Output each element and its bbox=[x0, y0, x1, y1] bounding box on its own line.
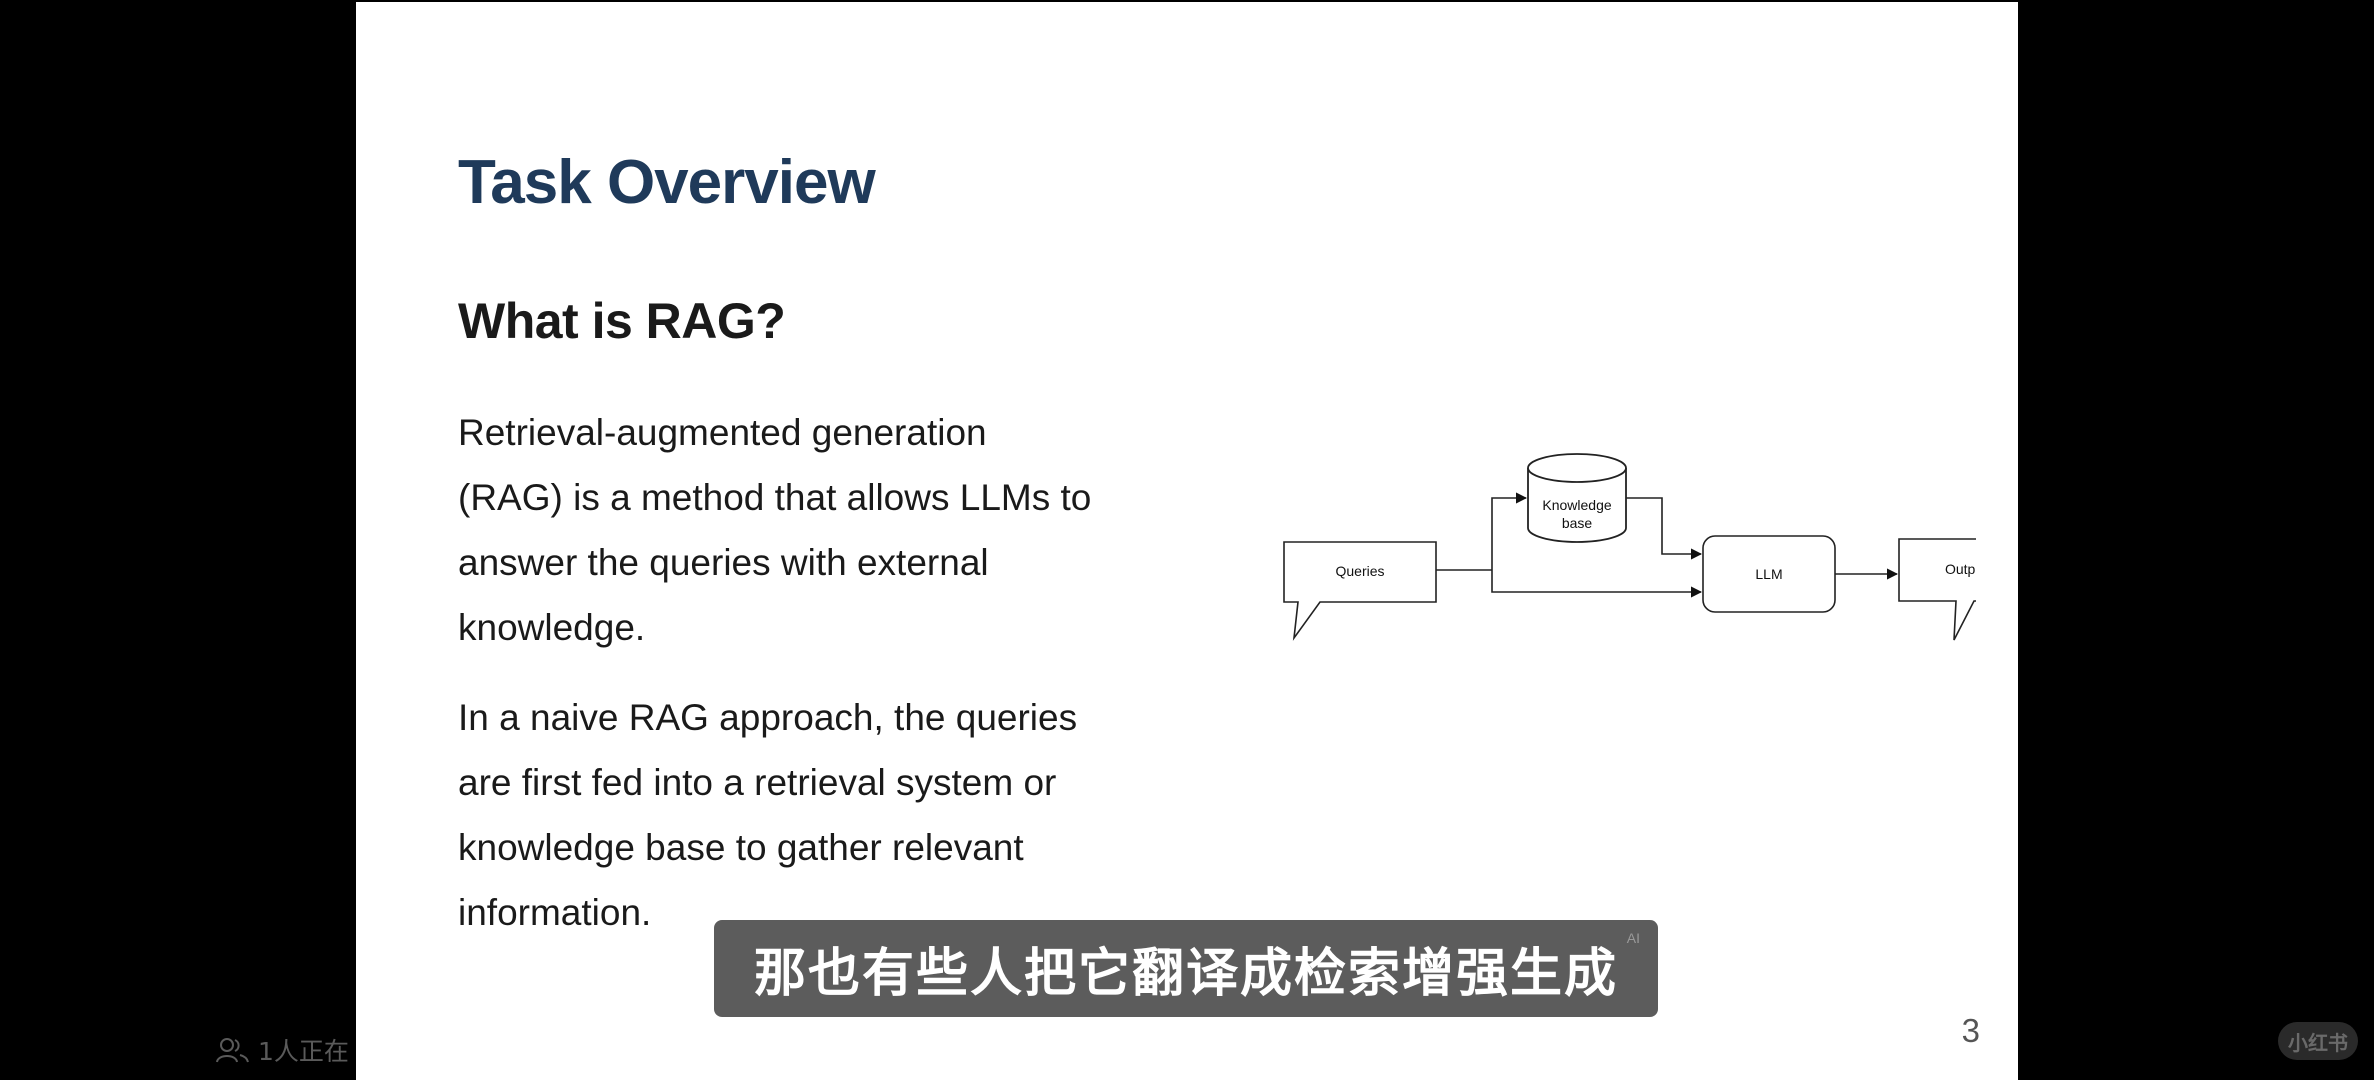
caption-text: 那也有些人把它翻译成检索增强生成 bbox=[753, 944, 1618, 1004]
watermark-logo: 小红书 bbox=[2278, 1022, 2358, 1060]
rag-diagram: Queries Knowledge base LLM Output bbox=[1283, 453, 1976, 641]
kb-label-line1: Knowledge bbox=[1542, 497, 1611, 513]
page-number: 3 bbox=[1961, 1012, 1980, 1049]
output-label: Output bbox=[1945, 561, 1976, 577]
paragraph-naive-rag: In a naive RAG approach, the queries are… bbox=[458, 697, 1078, 933]
llm-label: LLM bbox=[1755, 566, 1782, 582]
queries-label: Queries bbox=[1335, 563, 1384, 579]
arrow-queries-to-llm bbox=[1491, 570, 1703, 598]
viewer-count-text: 1人正在 bbox=[258, 1037, 349, 1066]
ai-caption-badge: AI bbox=[1626, 930, 1640, 946]
arrow-queries-to-kb bbox=[1491, 492, 1528, 570]
slide: Task Overview What is RAG? Retrieval-aug… bbox=[356, 2, 2018, 1080]
viewer-count: 1人正在 bbox=[216, 1032, 349, 1068]
people-icon bbox=[216, 1038, 249, 1063]
paragraph-definition: Retrieval-augmented generation (RAG) is … bbox=[458, 412, 1092, 648]
output-bubble: Output bbox=[1898, 538, 1976, 641]
slide-subtitle: What is RAG? bbox=[458, 293, 786, 349]
llm-box: LLM bbox=[1702, 535, 1836, 613]
slide-title: Task Overview bbox=[458, 148, 876, 217]
knowledge-base-cylinder: Knowledge base bbox=[1527, 453, 1627, 543]
kb-label-line2: base bbox=[1562, 515, 1593, 531]
diagram-connectors bbox=[1436, 492, 1899, 598]
queries-bubble: Queries bbox=[1283, 541, 1437, 641]
video-caption: 那也有些人把它翻译成检索增强生成 AI bbox=[714, 920, 1658, 1017]
arrow-kb-to-llm bbox=[1626, 497, 1703, 560]
